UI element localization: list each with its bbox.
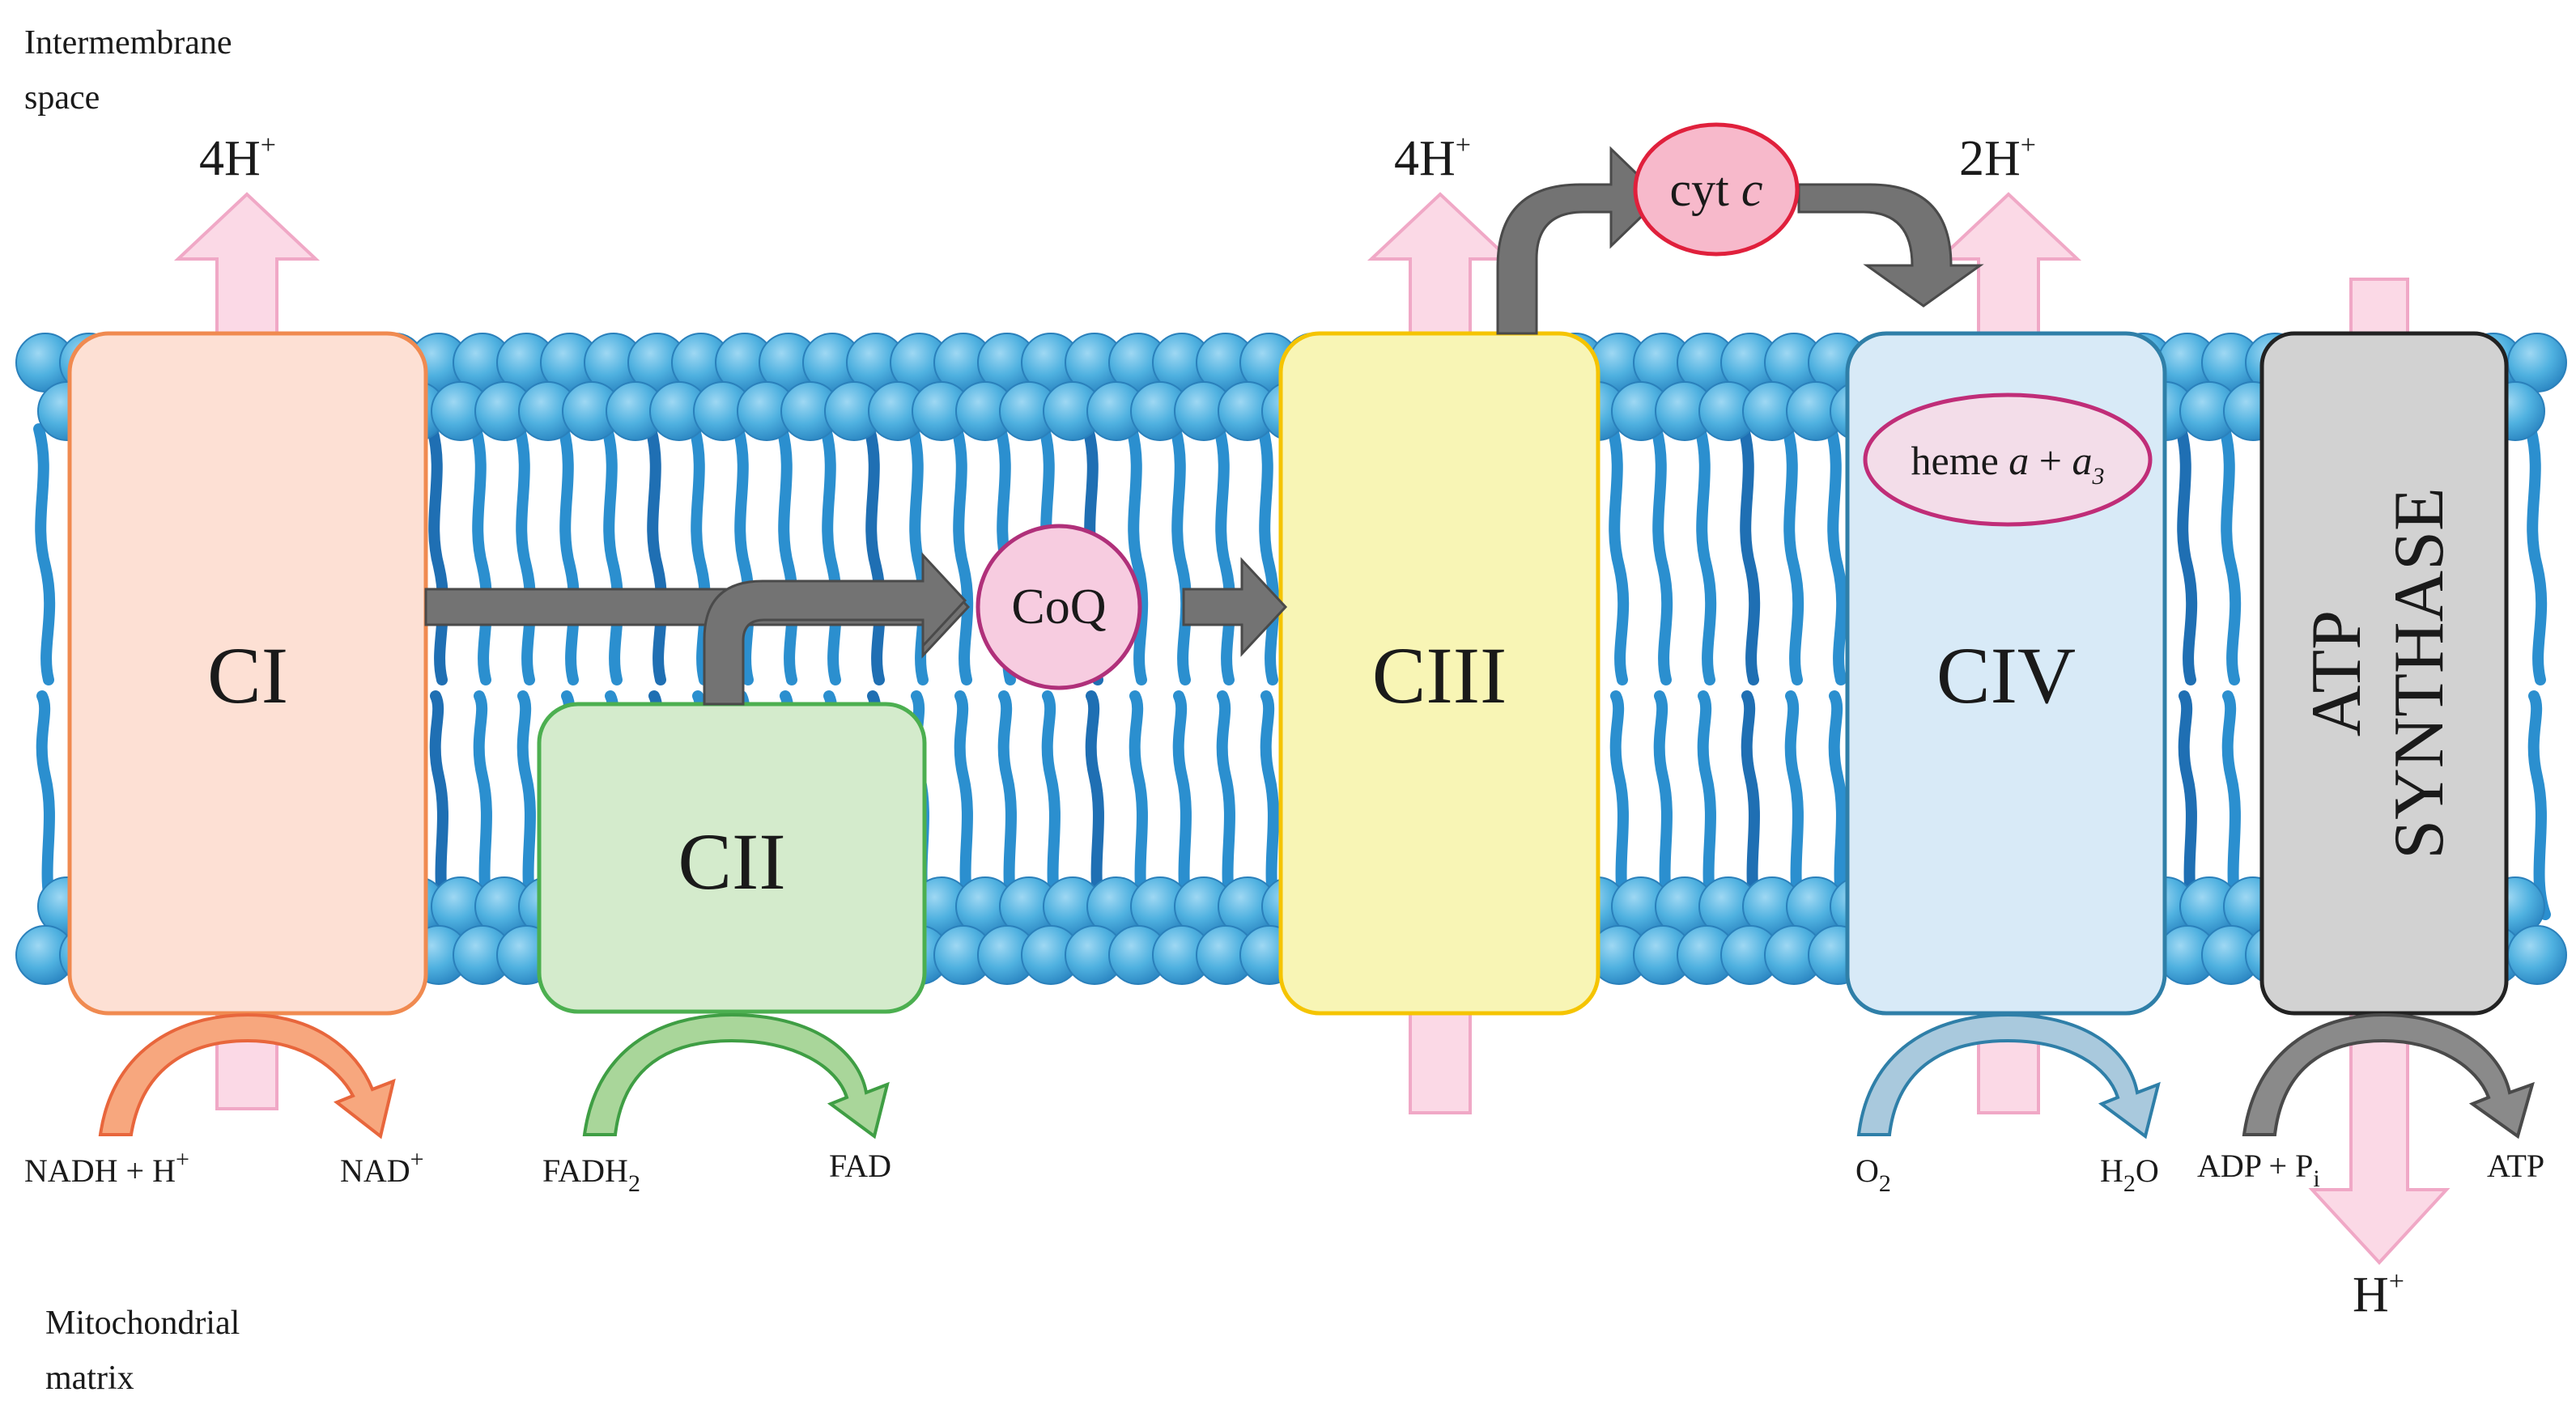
o2-label: O2 <box>1855 1152 1891 1197</box>
lipid-tail <box>601 423 624 685</box>
lipid-tail <box>908 423 930 685</box>
cyt-c-label: cyt c <box>1670 163 1763 216</box>
lipid-tail <box>429 690 453 920</box>
lipid-tail <box>776 423 799 685</box>
matrix-label-line1: Mitochondrial <box>45 1305 240 1342</box>
o2-reaction-arrow <box>1856 1012 2161 1140</box>
cyt-c-carrier <box>1633 122 1800 257</box>
lipid-tail <box>1653 690 1677 920</box>
lipid-tail <box>1257 423 1280 685</box>
fad-label: FAD <box>829 1148 891 1184</box>
lipid-tail <box>1826 423 1848 685</box>
adp-pi-label: ADP + Pi <box>2197 1148 2320 1192</box>
matrix-label-line2: matrix <box>45 1360 134 1397</box>
lipid-tail <box>558 423 580 685</box>
lipid-tail <box>1694 423 1717 685</box>
lipid-tail <box>997 690 1021 920</box>
nadh-label: NADH + H+ <box>24 1146 189 1189</box>
complex-i-label: CI <box>207 630 288 720</box>
lipid-tail <box>516 690 540 920</box>
c4-proton-label: 2H+ <box>1959 130 2036 186</box>
lipid-tail <box>1216 690 1239 920</box>
lipid-tail <box>427 423 449 685</box>
atp-product-label: ATP <box>2487 1148 2544 1184</box>
coq-carrier-circle <box>976 524 1142 690</box>
lipid-tail <box>689 423 712 685</box>
lipid-tail <box>951 423 974 685</box>
atp-synthase-label-line2: SYNTHASE <box>2380 487 2459 859</box>
lipid-tail <box>2178 690 2201 920</box>
lipid-tail <box>2175 423 2198 685</box>
lipid-tail <box>645 423 668 685</box>
electron-arrow-c2-to-coq <box>703 552 967 706</box>
lipid-tail <box>1214 423 1236 685</box>
intermembrane-label-line2: space <box>24 79 100 117</box>
heme-label: heme a + a3 <box>1911 438 2105 490</box>
heme-a-a3-ellipse <box>1863 393 2153 527</box>
complex-iv-label: CIV <box>1936 630 2076 720</box>
lipid-tail <box>1697 690 1720 920</box>
reaction-arrows <box>98 1012 2535 1140</box>
electron-arrow-cytc-to-c4 <box>1797 183 1984 308</box>
atp-proton-label: H+ <box>2353 1267 2404 1322</box>
lipid-tail <box>1651 423 1673 685</box>
lipid-tail <box>2221 690 2245 920</box>
complex-iii-box <box>1278 331 1600 1016</box>
h2o-label: H2O <box>2100 1152 2159 1197</box>
lipid-tail <box>33 423 56 685</box>
lipid-tail <box>1085 690 1108 920</box>
electron-arrow-coq-to-c3 <box>1182 557 1288 657</box>
atp-synthase-label-line1: ATP <box>2298 610 2376 737</box>
c3-proton-label: 4H+ <box>1394 130 1471 186</box>
lipid-tail <box>1784 690 1808 920</box>
coq-label: CoQ <box>1011 579 1106 634</box>
lipid-tail <box>1607 423 1630 685</box>
complex-ii-label: CII <box>678 817 785 906</box>
lipid-tail <box>864 423 886 685</box>
lipid-tail <box>954 690 977 920</box>
lipid-tail <box>820 423 843 685</box>
intermembrane-label-line1: Intermembrane <box>24 24 232 62</box>
lipid-tail <box>1828 690 1851 920</box>
lipid-tail <box>1782 423 1804 685</box>
adp-reaction-arrow <box>2242 1012 2535 1140</box>
electron-arrow-c3-to-cytc <box>1496 146 1664 335</box>
lipid-tail <box>2219 423 2242 685</box>
fadh2-label: FADH2 <box>542 1152 640 1197</box>
fadh2-reaction-arrow <box>582 1012 890 1140</box>
lipid-tail <box>1170 423 1192 685</box>
lipid-tail <box>1741 690 1764 920</box>
nadh-reaction-arrow <box>98 1012 396 1140</box>
lipid-tail <box>1260 690 1283 920</box>
lipid-tail <box>1609 690 1633 920</box>
c1-proton-label: 4H+ <box>199 130 276 186</box>
complex-iii-label: CIII <box>1372 630 1507 720</box>
lipid-tail <box>2527 690 2551 920</box>
lipid-tail <box>2525 423 2548 685</box>
nad-label: NAD+ <box>340 1146 424 1189</box>
lipid-tail <box>36 690 59 920</box>
lipid-head <box>2507 925 2567 985</box>
lipid-tail <box>514 423 537 685</box>
lipid-tail <box>1738 423 1761 685</box>
electron-flow-arrows <box>424 146 1984 706</box>
lipid-tail <box>1129 690 1152 920</box>
lipid-tail <box>1172 690 1196 920</box>
lipid-tail <box>473 690 496 920</box>
lipid-tail <box>733 423 755 685</box>
lipid-tail <box>1126 423 1149 685</box>
atp-synthase-box <box>2259 331 2509 1016</box>
lipid-tail <box>470 423 493 685</box>
lipid-tail <box>1041 690 1065 920</box>
